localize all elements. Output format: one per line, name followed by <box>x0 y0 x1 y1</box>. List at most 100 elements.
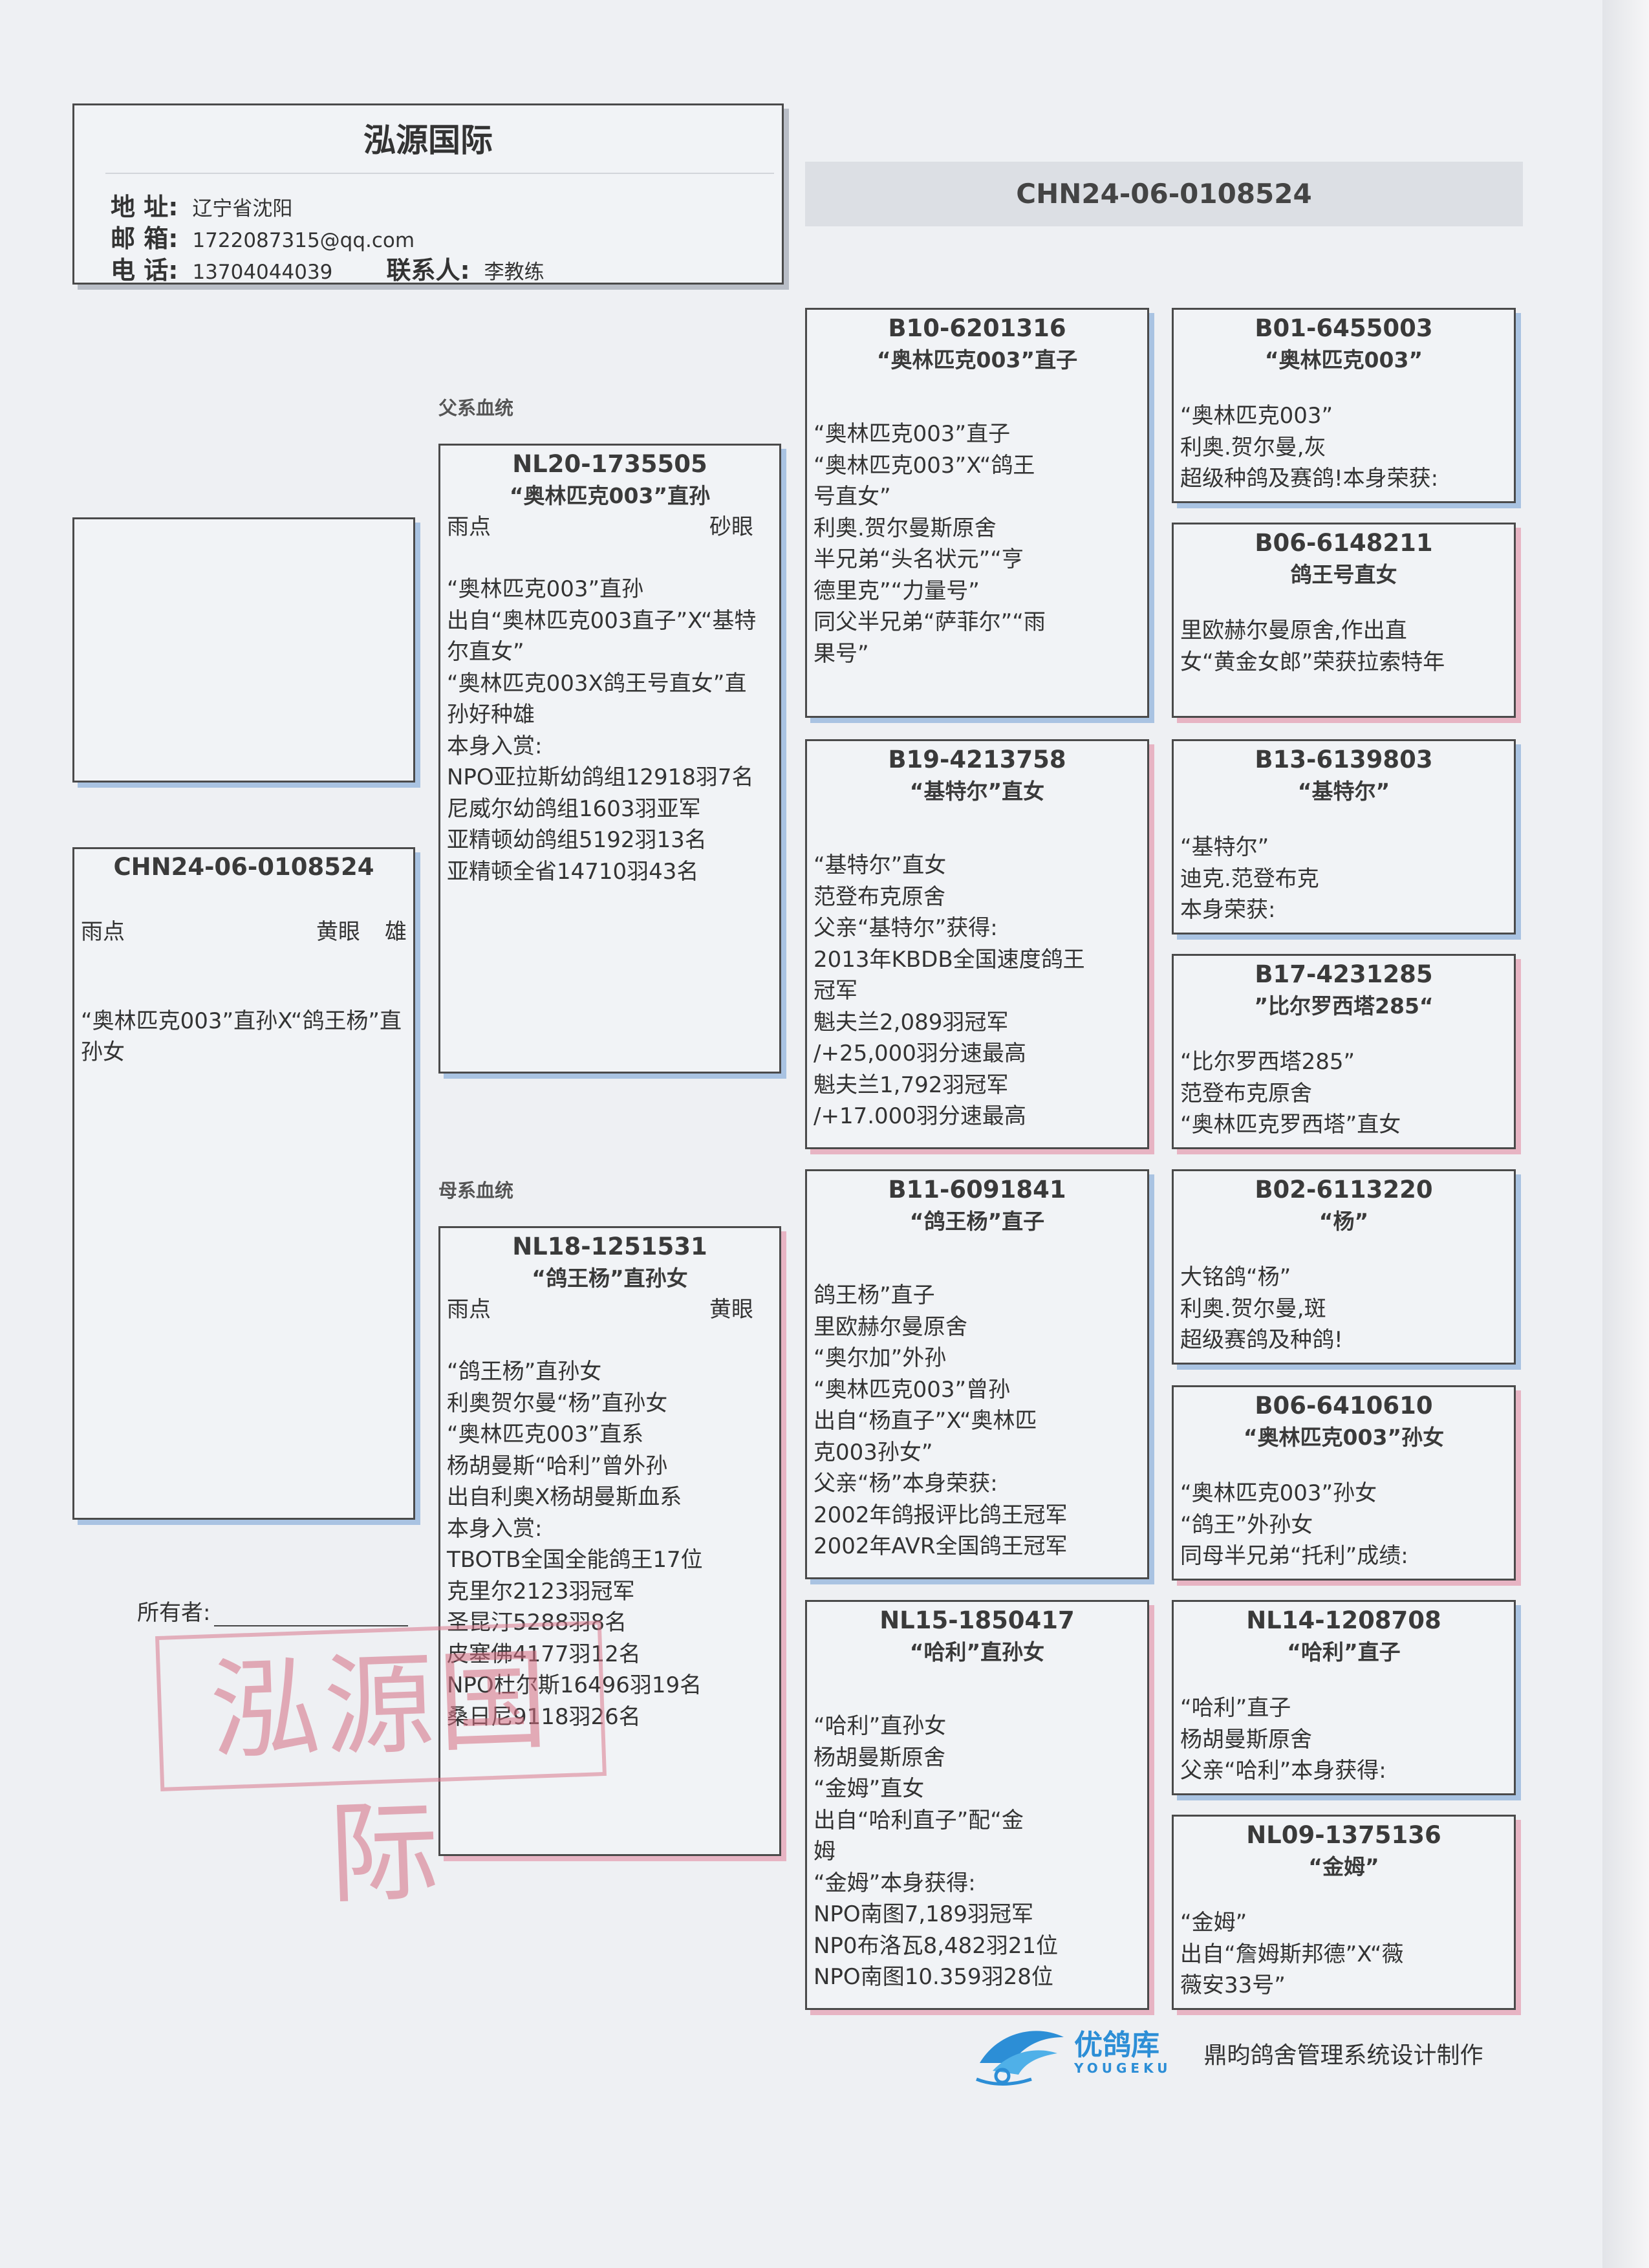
desc-line: 魁夫兰2,089羽冠军 <box>814 1009 1009 1035</box>
desc-line: “基特尔” <box>1180 834 1269 860</box>
desc-line: 出自“詹姆斯邦德”X“薇 <box>1180 1941 1404 1967</box>
logo-subtitle: YOUGEKU <box>1074 2060 1172 2076</box>
granddam-maternal-description: “哈利”直孙女 杨胡曼斯原舍 “金姆”直女 出自“哈利直子”配“金 姆 “金姆”… <box>807 1711 1147 1991</box>
maternal-label: 母系血统 <box>438 1180 514 1202</box>
footer: 优鸽库 YOUGEKU 鼎昀鸽舍管理系统设计制作 <box>973 2018 1483 2089</box>
great-grandparent-description: “比尔罗西塔285” 范登布克原舍 “奥林匹克罗西塔”直女 <box>1174 1046 1514 1141</box>
desc-line: NPO南图10.359羽28位 <box>814 1964 1053 1990</box>
desc-line: 父亲“哈利”本身获得: <box>1180 1758 1386 1784</box>
desc-line: 2002年AVR全国鸽王冠军 <box>814 1533 1068 1559</box>
desc-line: 杨胡曼斯原舍 <box>814 1744 945 1771</box>
desc-line: “比尔罗西塔285” <box>1180 1049 1355 1075</box>
desc-line: /+25,000羽分速最高 <box>814 1041 1026 1066</box>
desc-line: “奥林匹克003”曾孙 <box>814 1376 1011 1403</box>
granddam-paternal-card: B19-4213758 “基特尔”直女 “基特尔”直女 范登布克原舍 父亲“基特… <box>805 739 1149 1149</box>
great-grandparent-name: “基特尔” <box>1297 779 1390 804</box>
desc-line: 出自“杨直子”X“奥林匹 <box>814 1408 1037 1434</box>
great-grandparent-ring: B17-4231285 <box>1255 960 1433 988</box>
granddam-paternal-ring: B19-4213758 <box>888 746 1066 773</box>
owner-field: 所有者: <box>137 1595 409 1626</box>
great-grandparent-description: “奥林匹克003”孙女 “鸽王”外孙女 同母半兄弟“托利”成绩: <box>1174 1478 1514 1572</box>
grandsire-paternal-ring: B10-6201316 <box>888 314 1066 342</box>
desc-line: “奥林匹克罗西塔”直女 <box>1180 1112 1401 1138</box>
desc-line: “奥林匹克003”直系 <box>447 1421 644 1447</box>
breeder-name: 泓源国际 <box>363 122 493 159</box>
grandsire-paternal-card: B10-6201316 “奥林匹克003”直子 “奥林匹克003”直子 “奥林匹… <box>805 308 1149 718</box>
great-grandparent-ring: B02-6113220 <box>1255 1176 1433 1204</box>
subject-card: CHN24-06-0108524 雨点 黄眼 雄 “奥林匹克003”直孙X“鸽王… <box>72 847 415 1520</box>
desc-line: 利奥.贺尔曼,灰 <box>1180 434 1326 460</box>
desc-line: 皮塞佛4177羽12名 <box>447 1641 641 1667</box>
grandsire-maternal-description: 鸽王杨”直子 里欧赫尔曼原舍 “奥尔加”外孙 “奥林匹克003”曾孙 出自“杨直… <box>807 1280 1147 1561</box>
grandsire-maternal-card: B11-6091841 “鸽王杨”直子 鸽王杨”直子 里欧赫尔曼原舍 “奥尔加”… <box>805 1169 1149 1579</box>
desc-line: 迪克.范登布克 <box>1180 865 1319 892</box>
sire-traits: 雨点 砂眼 <box>440 512 779 543</box>
desc-line: /+17.000羽分速最高 <box>814 1103 1026 1129</box>
desc-line: 冠军 <box>814 978 857 1004</box>
desc-line: “奥林匹克003”直孙X“鸽王杨”直 <box>81 1008 402 1034</box>
breeder-header: 泓源国际 地 址: 辽宁省沈阳 邮 箱: 1722087315@qq.com 电… <box>72 103 784 285</box>
great-grandparent-card: NL09-1375136 “金姆” “金姆” 出自“詹姆斯邦德”X“薇 薇安33… <box>1172 1815 1516 2010</box>
sire-name: “奥林匹克003”直孙 <box>509 483 711 508</box>
desc-line: “基特尔”直女 <box>814 852 947 878</box>
great-grandparent-description: “金姆” 出自“詹姆斯邦德”X“薇 薇安33号” <box>1174 1907 1514 2002</box>
great-grandparent-card: B17-4231285 ”比尔罗西塔285“ “比尔罗西塔285” 范登布克原舍… <box>1172 954 1516 1149</box>
breeder-stamp: 泓源国际 <box>155 1621 607 1919</box>
photo-placeholder <box>72 517 415 783</box>
great-grandparent-description: 里欧赫尔曼原舍,作出直 女“黄金女郎”荣获拉索特年 <box>1174 615 1514 709</box>
desc-line: 2013年KBDB全国速度鸽王 <box>814 946 1085 973</box>
subject-ring: CHN24-06-0108524 <box>113 853 374 881</box>
desc-line: “金姆”直女 <box>814 1776 925 1802</box>
desc-line: 半兄弟“头名状元”“亨 <box>814 546 1024 572</box>
address-label: 地 址: <box>111 193 178 221</box>
logo-text: 优鸽库 YOUGEKU <box>1074 2031 1172 2077</box>
desc-line: 圣昆汀5288羽8名 <box>447 1610 627 1636</box>
desc-line: 桑日尼9118羽26名 <box>447 1703 641 1730</box>
dam-description: “鸽王杨”直孙女 利奥贺尔曼“杨”直孙女 “奥林匹克003”直系 杨胡曼斯“哈利… <box>440 1356 779 1733</box>
desc-line: 本身入赏: <box>447 1515 543 1542</box>
desc-line: 克003孙女” <box>814 1439 933 1465</box>
desc-line: “奥林匹克003”直孙 <box>447 576 644 602</box>
desc-line: 利奥.贺尔曼斯原舍 <box>814 515 997 541</box>
desc-line: 里欧赫尔曼原舍,作出直 <box>1180 618 1407 643</box>
desc-line: 果号” <box>814 640 869 667</box>
desc-line: NPO杜尔斯16496羽19名 <box>447 1672 702 1698</box>
email-label: 邮 箱: <box>111 224 178 253</box>
footer-credit: 鼎昀鸽舍管理系统设计制作 <box>1203 2042 1483 2069</box>
great-grandparent-ring: NL14-1208708 <box>1246 1606 1441 1634</box>
desc-line: “奥林匹克003”直子 <box>814 421 1011 447</box>
desc-line: “鸽王杨”直孙女 <box>447 1359 602 1385</box>
dam-color: 雨点 <box>447 1297 491 1323</box>
great-grandparent-card: B13-6139803 “基特尔” “基特尔” 迪克.范登布克 本身荣获: <box>1172 739 1516 934</box>
desc-line: 杨胡曼斯原舍 <box>1180 1726 1312 1753</box>
desc-line: NP0布洛瓦8,482羽21位 <box>814 1932 1059 1959</box>
dam-traits: 雨点 黄眼 <box>440 1294 779 1325</box>
great-grandparent-card: B06-6148211 鸽王号直女 里欧赫尔曼原舍,作出直 女“黄金女郎”荣获拉… <box>1172 523 1516 718</box>
great-grandparent-card: B06-6410610 “奥林匹克003”孙女 “奥林匹克003”孙女 “鸽王”… <box>1172 1385 1516 1581</box>
desc-line: 大铭鸽“杨” <box>1180 1264 1291 1290</box>
desc-line: 超级赛鸽及种鸽! <box>1180 1327 1343 1353</box>
desc-line: 利奥.贺尔曼,斑 <box>1180 1295 1326 1322</box>
desc-line: 出自“哈利直子”配“金 <box>814 1807 1024 1833</box>
grandsire-maternal-ring: B11-6091841 <box>888 1176 1066 1204</box>
great-grandparent-name: “奥林匹克003” <box>1264 347 1423 373</box>
contact-label: 联系人: <box>386 256 470 285</box>
header-divider <box>105 173 774 174</box>
desc-line: 利奥贺尔曼“杨”直孙女 <box>447 1390 668 1416</box>
desc-line: “奥林匹克003”孙女 <box>1180 1480 1377 1506</box>
great-grandparent-description: “哈利”直子 杨胡曼斯原舍 父亲“哈利”本身获得: <box>1174 1692 1514 1787</box>
desc-line: “奥尔加”外孙 <box>814 1345 947 1371</box>
desc-line: 同母半兄弟“托利”成绩: <box>1180 1543 1408 1569</box>
sire-color: 雨点 <box>447 514 491 540</box>
grandsire-paternal-name: “奥林匹克003”直子 <box>876 347 1078 373</box>
ring-title-banner: CHN24-06-0108524 <box>805 162 1523 226</box>
desc-line: 范登布克原舍 <box>814 883 945 910</box>
desc-line: 德里克”“力量号” <box>814 578 980 604</box>
desc-line: NPO亚拉斯幼鸽组12918羽7名 <box>447 764 754 790</box>
great-grandparent-ring: B01-6455003 <box>1255 314 1433 342</box>
desc-line: 姆 <box>814 1839 835 1864</box>
great-grandparent-card: B02-6113220 “杨” 大铭鸽“杨” 利奥.贺尔曼,斑 超级赛鸽及种鸽! <box>1172 1169 1516 1365</box>
address-value: 辽宁省沈阳 <box>192 197 293 221</box>
sire-eye: 砂眼 <box>709 514 753 540</box>
great-grandparent-description: 大铭鸽“杨” 利奥.贺尔曼,斑 超级赛鸽及种鸽! <box>1174 1262 1514 1356</box>
